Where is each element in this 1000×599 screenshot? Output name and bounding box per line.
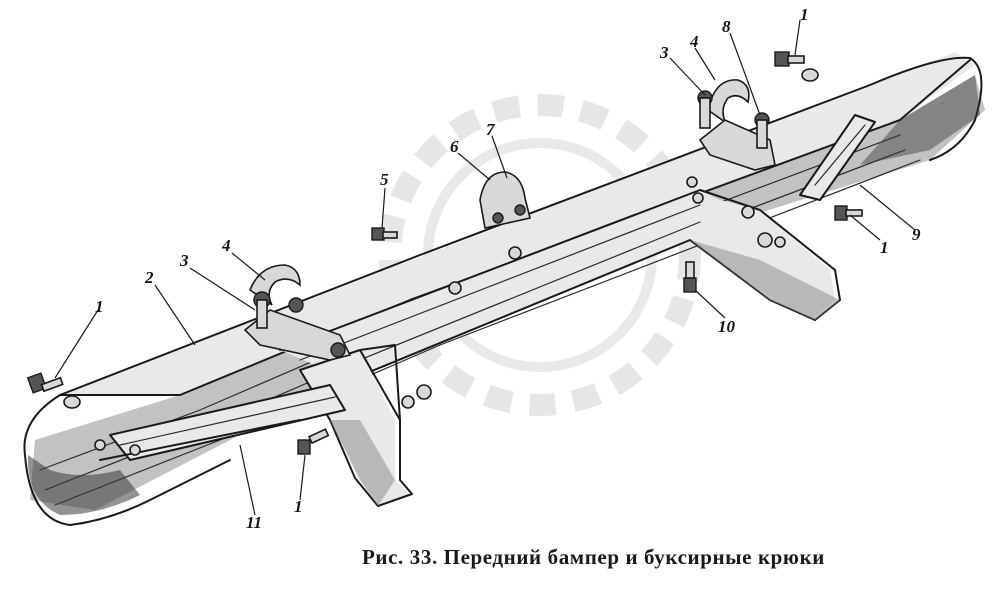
bolt-item-10 bbox=[683, 261, 697, 293]
callout-5: 5 bbox=[380, 170, 389, 189]
figure-caption: Рис. 33. Передний бампер и буксирные крю… bbox=[362, 545, 825, 569]
callout-1-right: 1 bbox=[880, 238, 889, 257]
left-tow-hook bbox=[243, 264, 352, 361]
leader-lines bbox=[54, 19, 916, 516]
callout-4-right: 4 bbox=[689, 32, 699, 51]
bolt-right-top bbox=[774, 51, 819, 82]
bolt-left-end bbox=[26, 372, 81, 409]
bolt-right-side bbox=[834, 205, 863, 221]
callout-6: 6 bbox=[450, 137, 459, 156]
callout-8: 8 bbox=[722, 17, 731, 36]
center-bracket-bar bbox=[279, 189, 841, 381]
loose-nuts bbox=[94, 176, 786, 456]
left-channel-bracket bbox=[299, 344, 413, 507]
callout-3-left: 3 bbox=[179, 251, 189, 270]
right-strut bbox=[799, 114, 876, 201]
callout-3-right: 3 bbox=[659, 43, 669, 62]
callout-labels: 1 1 1 1 2 3 3 4 4 5 6 7 8 9 10 11 bbox=[95, 5, 921, 532]
callout-11: 11 bbox=[246, 513, 262, 532]
callout-2: 2 bbox=[144, 268, 154, 287]
right-tow-hook bbox=[697, 79, 776, 171]
callout-7: 7 bbox=[486, 120, 496, 139]
callout-9: 9 bbox=[912, 225, 921, 244]
mount-plate bbox=[479, 171, 531, 229]
bolt-item-5 bbox=[371, 227, 398, 241]
callout-4-left: 4 bbox=[221, 236, 231, 255]
callout-10: 10 bbox=[718, 317, 736, 336]
callout-1-bottom: 1 bbox=[294, 497, 303, 516]
callout-1-left: 1 bbox=[95, 297, 104, 316]
callout-1-top-right: 1 bbox=[800, 5, 809, 24]
bolt-left-bottom bbox=[297, 428, 330, 455]
